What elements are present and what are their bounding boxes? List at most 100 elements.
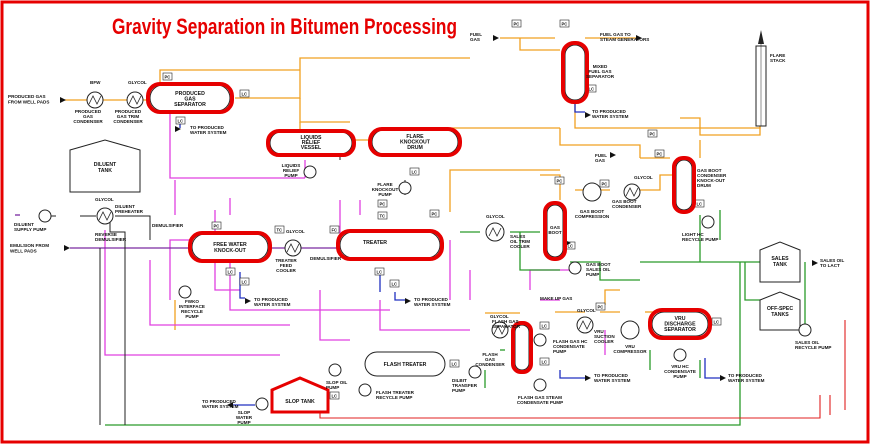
flash-gas-steam-condensate-pump-icon	[533, 378, 547, 392]
svg-text:PC: PC	[598, 305, 604, 310]
stream-arrows	[60, 35, 818, 408]
label-glycol-4: GLYCOL	[634, 175, 653, 180]
svg-text:LC: LC	[392, 282, 398, 287]
tag-lc-12: LC	[539, 357, 550, 366]
svg-text:PC: PC	[602, 182, 608, 187]
svg-text:LC: LC	[412, 170, 418, 175]
svg-text:LC: LC	[697, 202, 703, 207]
svg-text:TC: TC	[380, 214, 386, 219]
highlight-treater	[336, 229, 444, 261]
svg-text:LC: LC	[542, 360, 548, 365]
flash-gas-condenser-icon	[491, 321, 509, 339]
diluent-tank-icon	[69, 139, 141, 193]
liquids-relief-pump-icon	[303, 165, 317, 179]
svg-text:LC: LC	[542, 324, 548, 329]
highlight-free-water-knockout	[188, 231, 272, 263]
tag-lc-2: LC	[175, 116, 186, 125]
svg-text:PC: PC	[657, 152, 663, 157]
svg-text:LC: LC	[377, 270, 383, 275]
tag-lc-11: LC	[539, 321, 550, 330]
tag-tc-1: TC	[274, 225, 285, 234]
highlight-gas-boot	[543, 201, 567, 261]
gas-boot-sales-oil-pump-icon	[568, 261, 582, 275]
label-glycol-3: GLYCOL	[286, 229, 305, 234]
off-spec-tanks-icon	[759, 291, 801, 331]
gas-boot-condenser-icon	[623, 183, 641, 201]
label-glycol-6: GLYCOL	[490, 314, 509, 319]
sales-oil-recycle-pump-icon	[798, 323, 812, 337]
vru-suction-cooler-icon	[576, 316, 594, 334]
flash-treater-recycle-pump-icon	[358, 383, 372, 397]
highlight-flare-knockout-drum	[368, 127, 462, 157]
svg-text:PC: PC	[557, 179, 563, 184]
instrument-tags: PC LC LC PC PC LC LC PC PC PC PC LC PC T…	[162, 19, 722, 400]
tag-pc-11: PC	[595, 302, 606, 311]
highlight-liquids-relief-vessel	[266, 129, 356, 157]
label-demulsifier-1: DEMULSIFIER	[152, 223, 184, 228]
tag-pc-3: PC	[559, 19, 570, 28]
tag-fc-1: FC	[329, 225, 340, 234]
label-bfw: BFW	[90, 80, 101, 85]
tag-pc-2: PC	[511, 19, 522, 28]
tag-tc-2: TC	[377, 211, 388, 220]
svg-text:PC: PC	[650, 132, 656, 137]
svg-text:PC: PC	[514, 22, 520, 27]
svg-text:LC: LC	[452, 362, 458, 367]
treater-vessel	[339, 231, 441, 259]
gas-boot-condenser-ko-drum-vessel	[675, 159, 693, 211]
svg-text:LC: LC	[332, 394, 338, 399]
svg-text:PC: PC	[214, 224, 220, 229]
tag-pc-9: PC	[377, 199, 388, 208]
tag-pc-5: PC	[654, 149, 665, 158]
label-demulsifier-2: DEMULSIFIER	[310, 256, 342, 261]
tag-lc-8: LC	[374, 267, 385, 276]
svg-text:LC: LC	[589, 87, 595, 92]
produced-gas-trim-condenser-icon	[126, 91, 144, 109]
tag-pc-6: PC	[554, 176, 565, 185]
highlight-produced-gas-separator	[146, 82, 234, 114]
tag-pc-4: PC	[647, 129, 658, 138]
diluent-preheater-icon	[96, 207, 114, 225]
slop-oil-pump-icon	[328, 363, 342, 377]
mixed-fuel-gas-separator-vessel	[564, 44, 586, 101]
sales-oil-trim-cooler-icon	[485, 222, 505, 242]
tag-lc-5: LC	[694, 199, 705, 208]
magenta-water-lines	[104, 110, 606, 356]
tag-pc-1: PC	[162, 72, 173, 81]
label-glycol-2: GLYCOL	[95, 197, 114, 202]
vru-compressor-icon	[620, 320, 640, 340]
svg-text:PC: PC	[165, 75, 171, 80]
highlight-gas-boot-condenser-ko-drum	[672, 156, 696, 214]
slop-tank-icon	[270, 376, 330, 414]
